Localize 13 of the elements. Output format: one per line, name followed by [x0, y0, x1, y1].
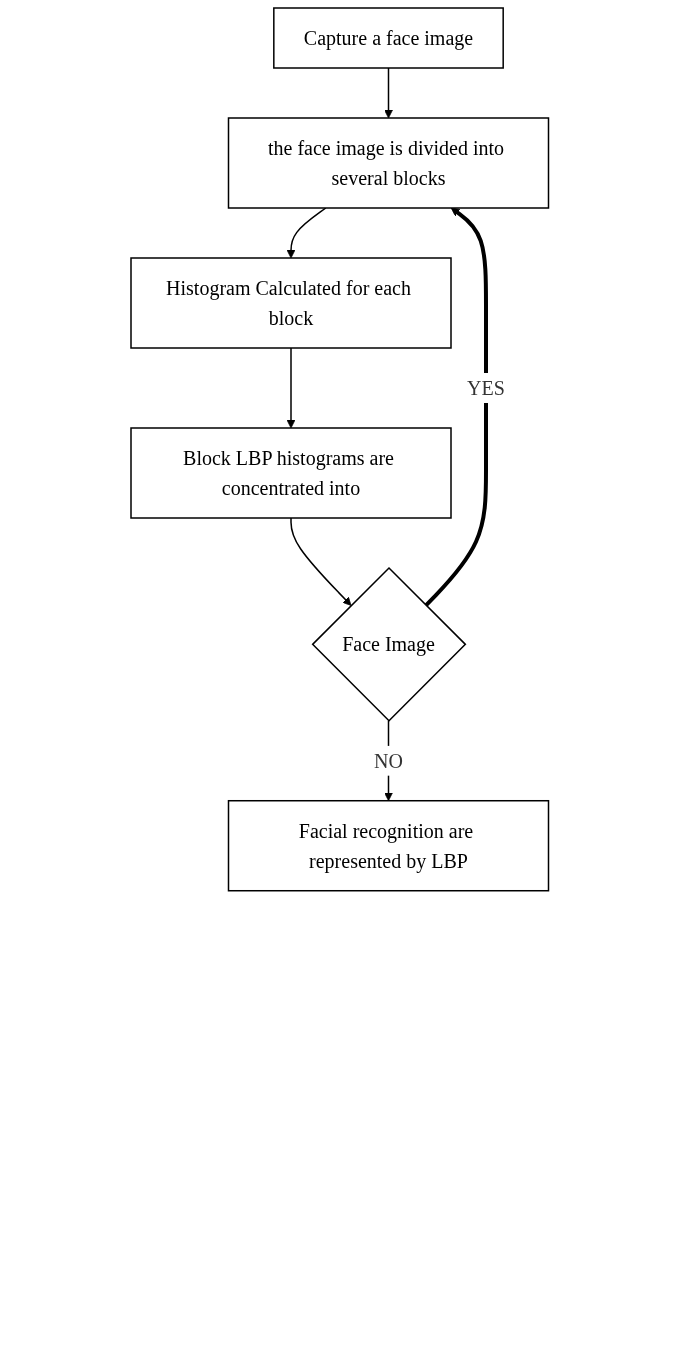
- node-box: Histogram Calculated for each block: [130, 257, 452, 349]
- node-box: Facial recognition are represented by LBP: [227, 800, 549, 892]
- arrow: [383, 67, 393, 119]
- arrow: [290, 517, 352, 606]
- edge-label: NO: [373, 749, 403, 772]
- arrow: [424, 207, 488, 607]
- arrow: [286, 347, 296, 429]
- edge-label: YES: [466, 377, 505, 399]
- node-box: Capture a face image: [272, 7, 504, 69]
- node-diamond: Face Image: [311, 566, 467, 722]
- node-box: the face image is divided into several blocks: [227, 117, 549, 209]
- arrow: [286, 207, 327, 259]
- node-box: Block LBP histograms are concentrated into: [130, 427, 452, 519]
